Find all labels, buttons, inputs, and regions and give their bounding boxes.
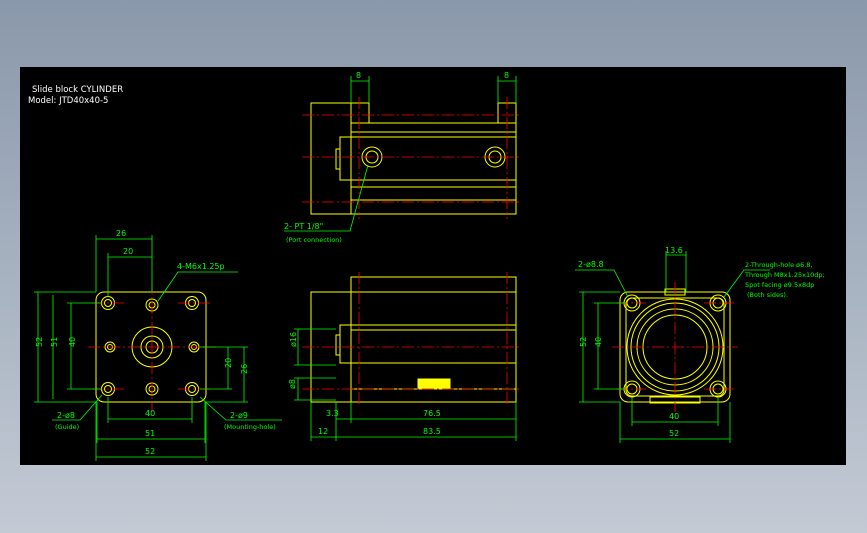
dim-left-20: 20: [123, 247, 133, 256]
thread-label: 4-M6x1.25p: [177, 262, 225, 271]
dim-front-3-3: 3.3: [326, 409, 339, 418]
guide-note: (Guide): [55, 423, 79, 431]
dim-right-52-h: 52: [669, 429, 679, 438]
port-note: (Port connection): [286, 236, 342, 244]
note-line-2: Through M8x1.25x10dp;: [744, 271, 825, 279]
title-line-2: Model: JTD40x40-5: [28, 96, 108, 106]
dim-top-left: 8: [356, 71, 361, 80]
mount-note: (Mounting-hole): [224, 423, 276, 431]
dim-left-52-h: 52: [145, 447, 155, 456]
dim-front-8: ø8: [288, 379, 297, 389]
title-block: Slide block CYLINDER Model: JTD40x40-5: [28, 85, 123, 106]
right-view: 2-ø8.8 13.6 2-Through-hole ø6.8, Through…: [575, 246, 825, 443]
dim-right-40-v: 40: [594, 337, 603, 347]
dim-right-40-h: 40: [669, 412, 679, 421]
dim-front-12: 12: [318, 427, 328, 436]
note-line-3: Spot facing ø9.5x8dp: [745, 281, 814, 289]
guide-label: 2-ø8: [57, 411, 75, 420]
left-view: 26 20 4-M6x1.25p 52 51 40 20 26 2-ø8 (Gu…: [34, 229, 282, 461]
dim-left-26-v: 26: [240, 364, 249, 374]
dim-left-20-v: 20: [224, 358, 233, 368]
dim-front-83-5: 83.5: [423, 427, 441, 436]
dim-left-51-h: 51: [145, 429, 155, 438]
dim-front-16: ø16: [289, 332, 298, 347]
dim-right-13-6: 13.6: [665, 246, 683, 255]
dim-left-26: 26: [116, 229, 126, 238]
dim-front-76-5: 76.5: [423, 409, 441, 418]
top-view: 8 8 2- PT 1/8" (Port connection): [284, 71, 520, 244]
note-line-1: 2-Through-hole ø6.8,: [745, 261, 813, 269]
port-label: 2- PT 1/8": [284, 222, 323, 231]
cad-drawing-canvas: Slide block CYLINDER Model: JTD40x40-5: [20, 67, 846, 465]
title-line-1: Slide block CYLINDER: [32, 85, 123, 95]
dim-left-52-v: 52: [35, 337, 44, 347]
dim-left-40-h: 40: [145, 409, 155, 418]
bore-label: 2-ø8.8: [578, 260, 604, 269]
dim-right-52-v: 52: [579, 337, 588, 347]
note-line-4: (Both sides).: [747, 291, 788, 299]
mount-label: 2-ø9: [230, 411, 248, 420]
cad-drawing: Slide block CYLINDER Model: JTD40x40-5: [28, 71, 825, 461]
dim-left-40-v: 40: [68, 337, 77, 347]
front-view: ø16 ø8 3.3 76.5 12 83.5: [288, 272, 520, 441]
dim-top-right: 8: [504, 71, 509, 80]
dim-left-51-v: 51: [50, 337, 59, 347]
